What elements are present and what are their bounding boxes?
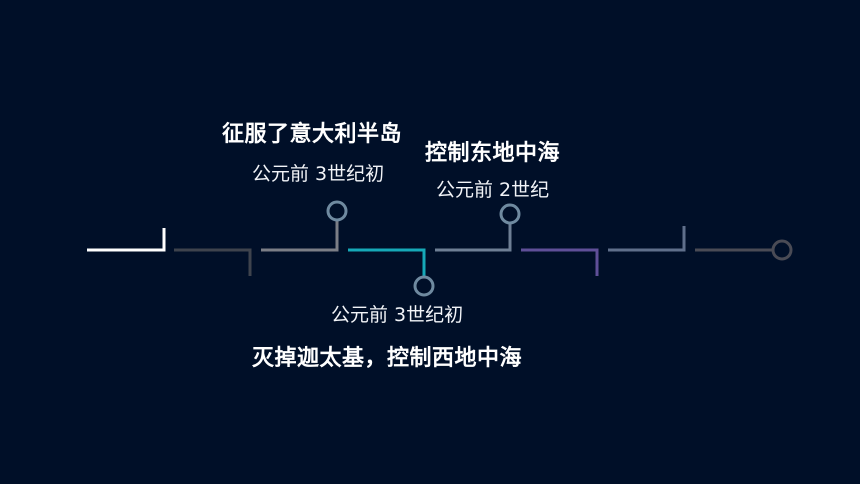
event-1-date: 公元前 3世纪初 [252, 163, 385, 185]
timeline-end-node [771, 239, 793, 261]
timeline-segment-7 [608, 226, 686, 252]
timeline-segment-6 [521, 248, 599, 276]
timeline-node-3 [413, 275, 435, 297]
event-3-date: 公元前 3世纪初 [331, 304, 464, 326]
timeline-segment-5 [435, 224, 512, 252]
event-1-title: 征服了意大利半岛 [222, 122, 403, 147]
timeline-segment-3 [261, 221, 339, 252]
event-2-date: 公元前 2世纪 [436, 179, 550, 201]
timeline-segment-4 [348, 248, 426, 276]
timeline-segment-1 [87, 228, 166, 252]
event-2-title: 控制东地中海 [425, 141, 561, 166]
timeline-node-2 [499, 203, 521, 225]
timeline-node-1 [326, 200, 348, 222]
timeline-segment-2 [174, 248, 252, 276]
event-3-title: 灭掉迦太基，控制西地中海 [252, 346, 523, 371]
